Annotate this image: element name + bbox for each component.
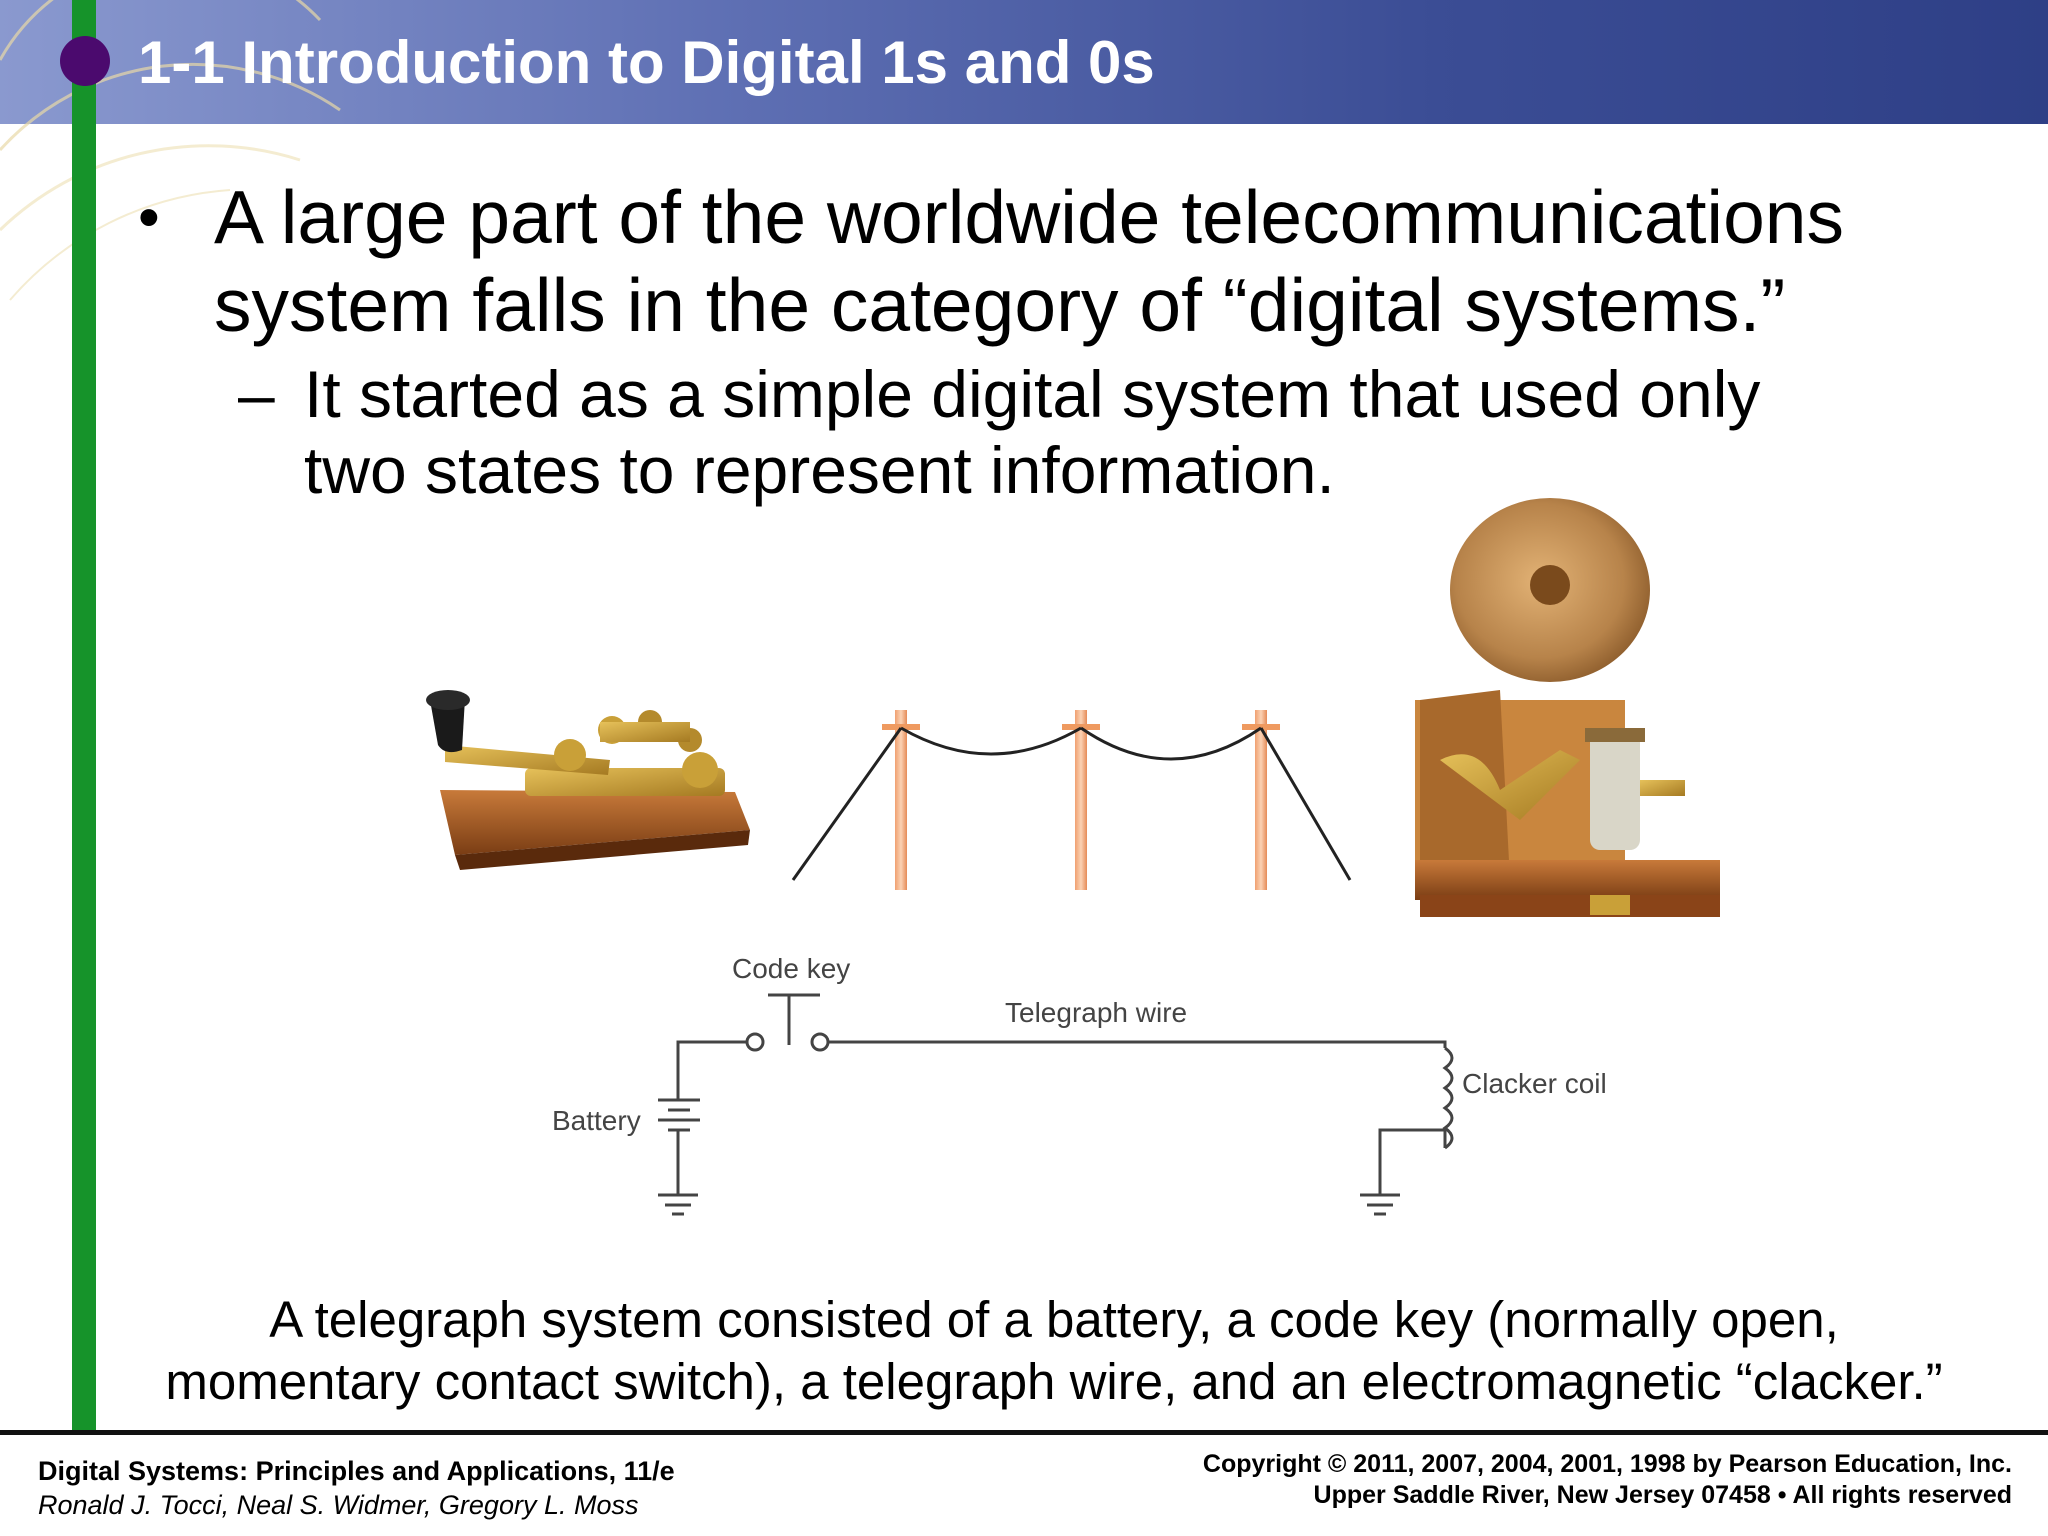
footer-copyright: Copyright © 2011, 2007, 2004, 2001, 1998…	[1202, 1450, 2012, 1478]
accent-bar	[72, 0, 96, 1434]
title-bar	[0, 0, 2048, 124]
telegraph-wire-label: Telegraph wire	[1005, 997, 1187, 1028]
figure-caption-line-2: momentary contact switch), a telegraph w…	[165, 1353, 1943, 1410]
footer-book-title: Digital Systems: Principles and Applicat…	[38, 1456, 675, 1486]
footer-address: Upper Saddle River, New Jersey 07458 • A…	[1313, 1481, 2012, 1509]
decorative-arcs	[0, 0, 341, 301]
sub-bullet-text-line-1: It started as a simple digital system th…	[304, 357, 1761, 431]
footer-divider	[0, 1430, 2048, 1435]
figure-caption-line-1: A telegraph system consisted of a batter…	[269, 1291, 1839, 1348]
code-key-photo	[426, 690, 750, 870]
battery-label: Battery	[552, 1105, 641, 1136]
bullet-marker: •	[138, 183, 160, 252]
slide-title: 1-1 Introduction to Digital 1s and 0s	[138, 29, 1155, 96]
telegraph-figure: Code key Telegraph wire Clacker coil Bat…	[426, 498, 1720, 1216]
sub-bullet-text-line-2: two states to represent information.	[304, 433, 1335, 507]
bullet-text-line-1: A large part of the worldwide telecommun…	[214, 175, 1845, 259]
circuit-schematic	[658, 993, 1454, 1216]
bullet-text-line-2: system falls in the category of “digital…	[214, 263, 1786, 347]
footer-authors: Ronald J. Tocci, Neal S. Widmer, Gregory…	[38, 1490, 639, 1520]
clacker-photo	[1415, 498, 1720, 917]
telegraph-poles	[791, 710, 1352, 890]
clacker-coil-label: Clacker coil	[1462, 1068, 1607, 1099]
title-bullet-dot	[60, 36, 110, 86]
code-key-label: Code key	[732, 953, 850, 984]
sub-bullet-marker: –	[238, 357, 275, 431]
